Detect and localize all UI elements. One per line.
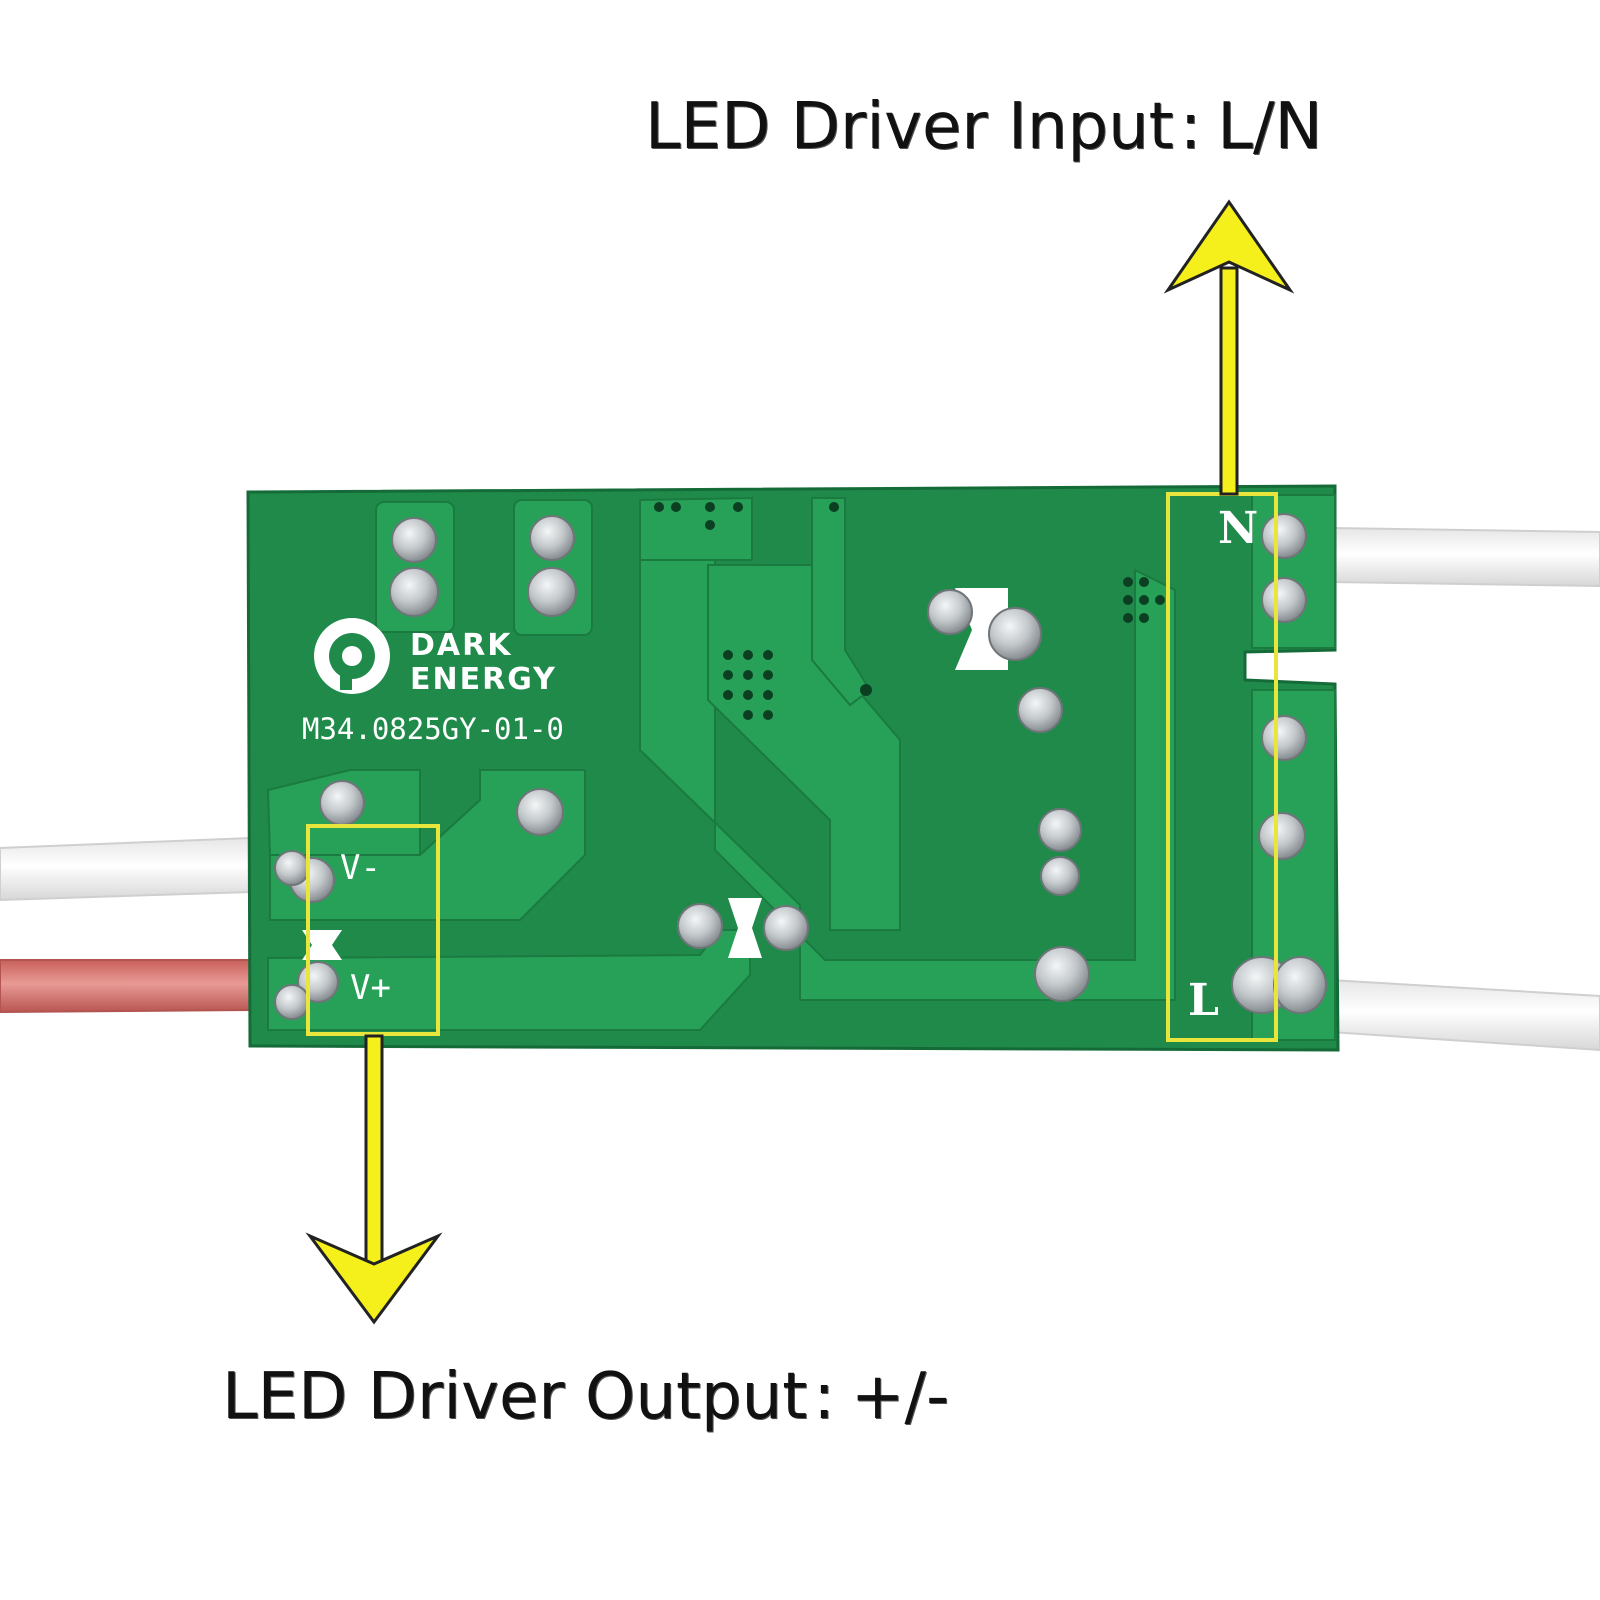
output-caption-value: +/- bbox=[850, 1360, 950, 1434]
board-model-code: M34.0825GY-01-0 bbox=[302, 712, 564, 746]
output-arrow-icon bbox=[305, 1034, 443, 1325]
input-caption-label: LED Driver Input bbox=[645, 90, 1174, 164]
neutral-wire bbox=[1329, 526, 1600, 588]
input-caption-value: L/N bbox=[1217, 90, 1323, 164]
input-caption: LED Driver Input:L/N bbox=[645, 90, 1322, 164]
output-caption-label: LED Driver Output bbox=[222, 1360, 808, 1434]
input-caption-separator: : bbox=[1179, 90, 1202, 164]
negative-wire bbox=[0, 836, 251, 902]
live-wire bbox=[1329, 978, 1600, 1052]
output-caption-separator: : bbox=[813, 1360, 835, 1434]
input-arrow-icon bbox=[1163, 199, 1295, 496]
output-terminal-highlight bbox=[306, 824, 440, 1036]
input-wires bbox=[1329, 526, 1600, 1052]
pcb bbox=[246, 484, 1340, 1052]
via-holes bbox=[654, 502, 1165, 720]
pad-label-v-minus: V- bbox=[340, 848, 381, 888]
pad-label-v-plus: V+ bbox=[350, 968, 391, 1008]
solder-joints bbox=[274, 513, 1327, 1020]
pad-label-neutral: N bbox=[1218, 503, 1259, 554]
output-wires bbox=[0, 836, 251, 1014]
output-caption: LED Driver Output:+/- bbox=[222, 1360, 949, 1434]
brand-logo-icon bbox=[314, 618, 390, 694]
pad-label-live: L bbox=[1188, 975, 1219, 1026]
brand-name-line2: ENERGY bbox=[410, 662, 557, 697]
brand-name-line1: DARK bbox=[410, 628, 513, 663]
positive-wire bbox=[0, 959, 251, 1014]
